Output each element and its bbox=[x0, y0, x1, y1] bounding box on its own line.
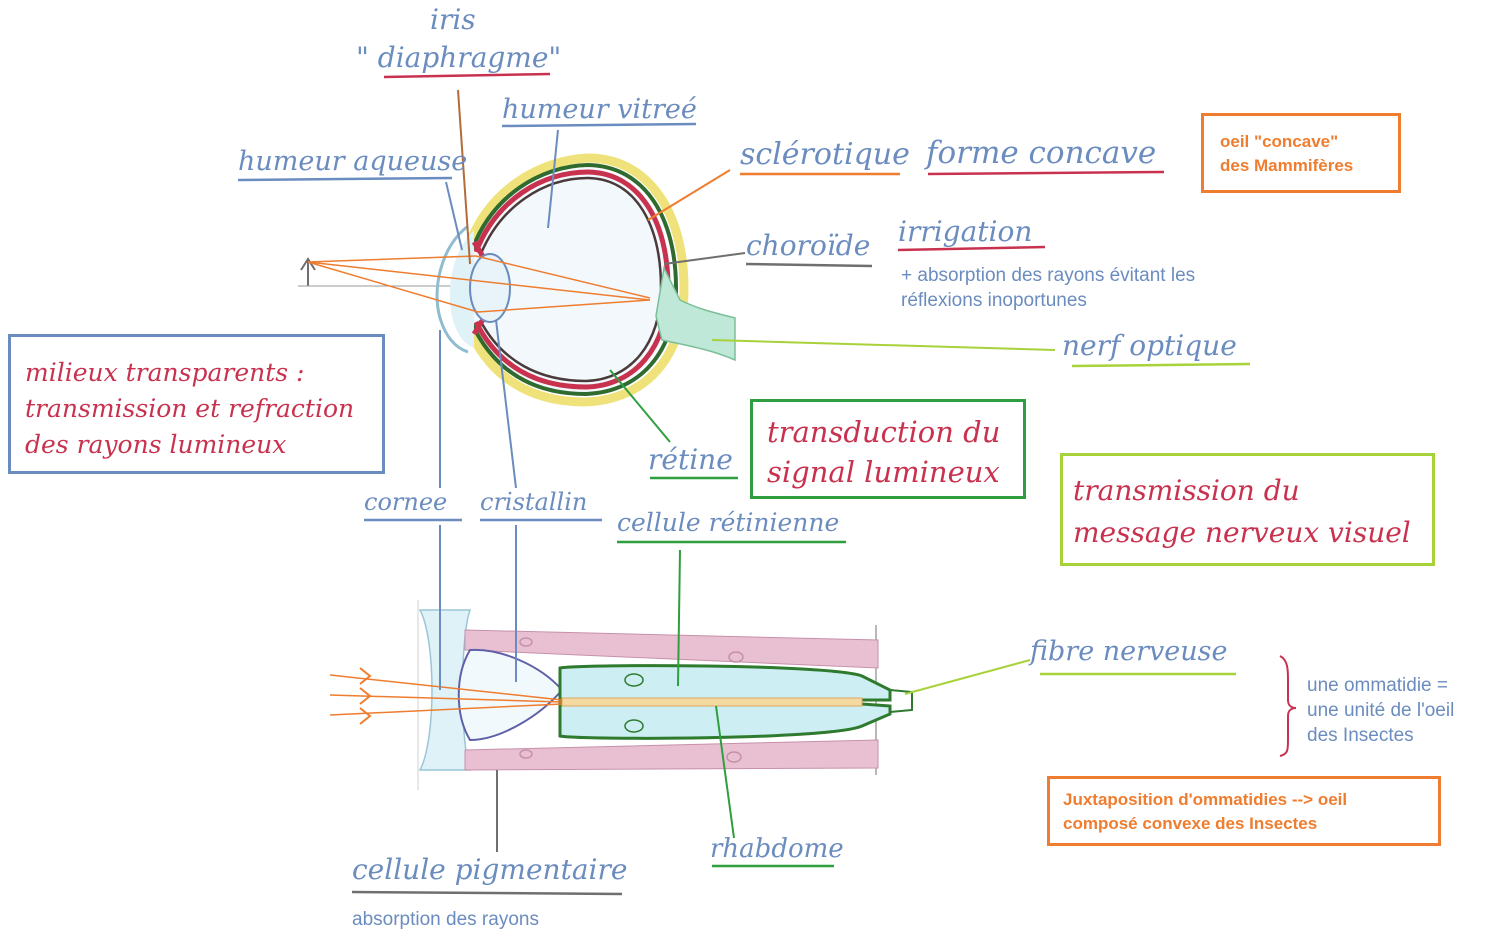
label-underlines bbox=[237, 72, 1251, 896]
retinal-nucleus-2 bbox=[624, 719, 644, 733]
label-cornee: cornee bbox=[364, 488, 448, 516]
light-ray-2a bbox=[307, 255, 477, 263]
omma-arrowhead-3 bbox=[359, 707, 372, 725]
ommatidie-brace bbox=[1279, 655, 1297, 757]
sclera-outer-layer bbox=[463, 153, 689, 407]
box-oeil-concave-line2: des Mammifères bbox=[1220, 156, 1354, 175]
leader-retine bbox=[609, 369, 671, 443]
underline-irrigation bbox=[897, 245, 1046, 252]
note-absorption-line1: + absorption des rayons évitant les bbox=[901, 265, 1196, 286]
leader-humeur-aqueuse bbox=[445, 181, 463, 251]
light-ray-2b bbox=[475, 255, 651, 299]
pigment-nucleus-1 bbox=[519, 637, 533, 647]
juxtaposition-line2: composé convexe des Insectes bbox=[1063, 814, 1318, 833]
note-ommatidie-line3: des Insectes bbox=[1307, 725, 1414, 746]
lens bbox=[469, 253, 511, 323]
note-ommatidie-line2: une unité de l'oeil bbox=[1307, 700, 1455, 721]
leader-fibre-nerveuse bbox=[904, 659, 1031, 695]
underline-nerf-optique bbox=[1071, 362, 1251, 368]
omma-arrowhead-1 bbox=[359, 667, 372, 685]
milieux-line2: transmission et refraction bbox=[25, 394, 355, 423]
omma-ray-1 bbox=[329, 674, 563, 701]
box-oeil-concave: oeil "concave" des Mammifères bbox=[1201, 113, 1401, 193]
label-forme-concave: forme concave bbox=[926, 135, 1157, 171]
label-humeur-aqueuse: humeur aqueuse bbox=[238, 146, 468, 177]
leader-cellule-retinienne bbox=[677, 549, 681, 687]
label-choroide: choroïde bbox=[746, 229, 871, 262]
aqueous-humor bbox=[449, 230, 474, 348]
label-humeur-vitree: humeur vitreé bbox=[502, 94, 697, 125]
underline-forme-concave bbox=[927, 170, 1165, 176]
transduction-line1: transduction du bbox=[767, 415, 1001, 449]
transmission-line1: transmission du bbox=[1073, 474, 1300, 507]
note-ommatidie-line1: une ommatidie = bbox=[1307, 675, 1448, 696]
light-ray-1 bbox=[307, 261, 651, 301]
box-transmission: transmission du message nerveux visuel bbox=[1060, 453, 1435, 566]
label-cristallin: cristallin bbox=[480, 488, 588, 516]
label-cellule-retinienne: cellule rétinienne bbox=[617, 508, 840, 537]
label-rhabdome: rhabdome bbox=[710, 834, 844, 864]
milieux-line1: milieux transparents : bbox=[25, 358, 305, 387]
vitreous-body bbox=[470, 168, 672, 392]
light-ray-3a bbox=[307, 261, 479, 313]
leader-iris bbox=[457, 89, 471, 265]
optic-nerve bbox=[655, 265, 736, 362]
leader-humeur-vitree bbox=[547, 129, 559, 229]
transmission-line2: message nerveux visuel bbox=[1073, 516, 1411, 549]
label-diaphragme: " diaphragme" bbox=[356, 41, 562, 74]
juxtaposition-line1: Juxtaposition d'ommatidies --> oeil bbox=[1063, 790, 1348, 809]
note-absorption-rayons: absorption des rayons bbox=[352, 909, 539, 930]
transduction-line2: signal lumineux bbox=[767, 455, 1000, 489]
pigment-nucleus-3 bbox=[519, 749, 533, 759]
leader-cristallin-up bbox=[495, 319, 517, 489]
omma-ray-3 bbox=[329, 703, 563, 716]
pigment-nucleus-2 bbox=[728, 651, 744, 663]
note-absorption-line2: réflexions inoportunes bbox=[901, 290, 1087, 311]
leader-nerf-optique bbox=[711, 339, 1056, 351]
omma-arrowhead-2 bbox=[359, 687, 372, 705]
sclera bbox=[470, 162, 679, 397]
underline-humeur-vitree bbox=[501, 122, 697, 128]
pigment-nucleus-4 bbox=[726, 751, 742, 763]
leader-lines bbox=[439, 89, 1056, 852]
pigment-cell-top bbox=[464, 629, 879, 669]
retinal-cell-top bbox=[558, 664, 892, 702]
label-irrigation: irrigation bbox=[898, 215, 1033, 248]
underline-humeur-aqueuse bbox=[237, 176, 453, 182]
label-sclerotique: sclérotique bbox=[740, 137, 910, 172]
light-ray-3b bbox=[477, 299, 651, 313]
underline-cellule-pigmentaire bbox=[351, 890, 623, 896]
mammal-eye bbox=[298, 153, 736, 407]
box-juxtaposition: Juxtaposition d'ommatidies --> oeil comp… bbox=[1047, 776, 1441, 846]
cornea bbox=[435, 224, 469, 354]
label-fibre-nerveuse: fibre nerveuse bbox=[1030, 636, 1228, 667]
leader-choroide bbox=[663, 252, 746, 265]
box-milieux-transparents: milieux transparents : transmission et r… bbox=[8, 334, 385, 474]
object-arrowhead bbox=[300, 257, 316, 271]
box-oeil-concave-line1: oeil "concave" bbox=[1220, 132, 1339, 151]
pigment-cell-bottom bbox=[464, 739, 879, 771]
label-nerf-optique: nerf optique bbox=[1062, 329, 1237, 362]
nerve-fibre-end bbox=[889, 689, 913, 713]
rhabdom bbox=[561, 697, 863, 707]
retinal-cell-bottom bbox=[558, 702, 892, 740]
underline-diaphragme bbox=[383, 72, 551, 79]
label-cellule-pigmentaire: cellule pigmentaire bbox=[352, 853, 628, 886]
retinal-nucleus-1 bbox=[624, 673, 644, 687]
label-retine: rétine bbox=[648, 443, 733, 476]
box-transduction: transduction du signal lumineux bbox=[750, 399, 1026, 499]
label-iris: iris bbox=[430, 3, 476, 36]
underline-choroide bbox=[745, 262, 873, 268]
leader-sclerotique bbox=[647, 169, 731, 221]
ommatidium bbox=[329, 600, 913, 790]
leader-rhabdome bbox=[715, 705, 735, 839]
milieux-line3: des rayons lumineux bbox=[25, 430, 287, 459]
